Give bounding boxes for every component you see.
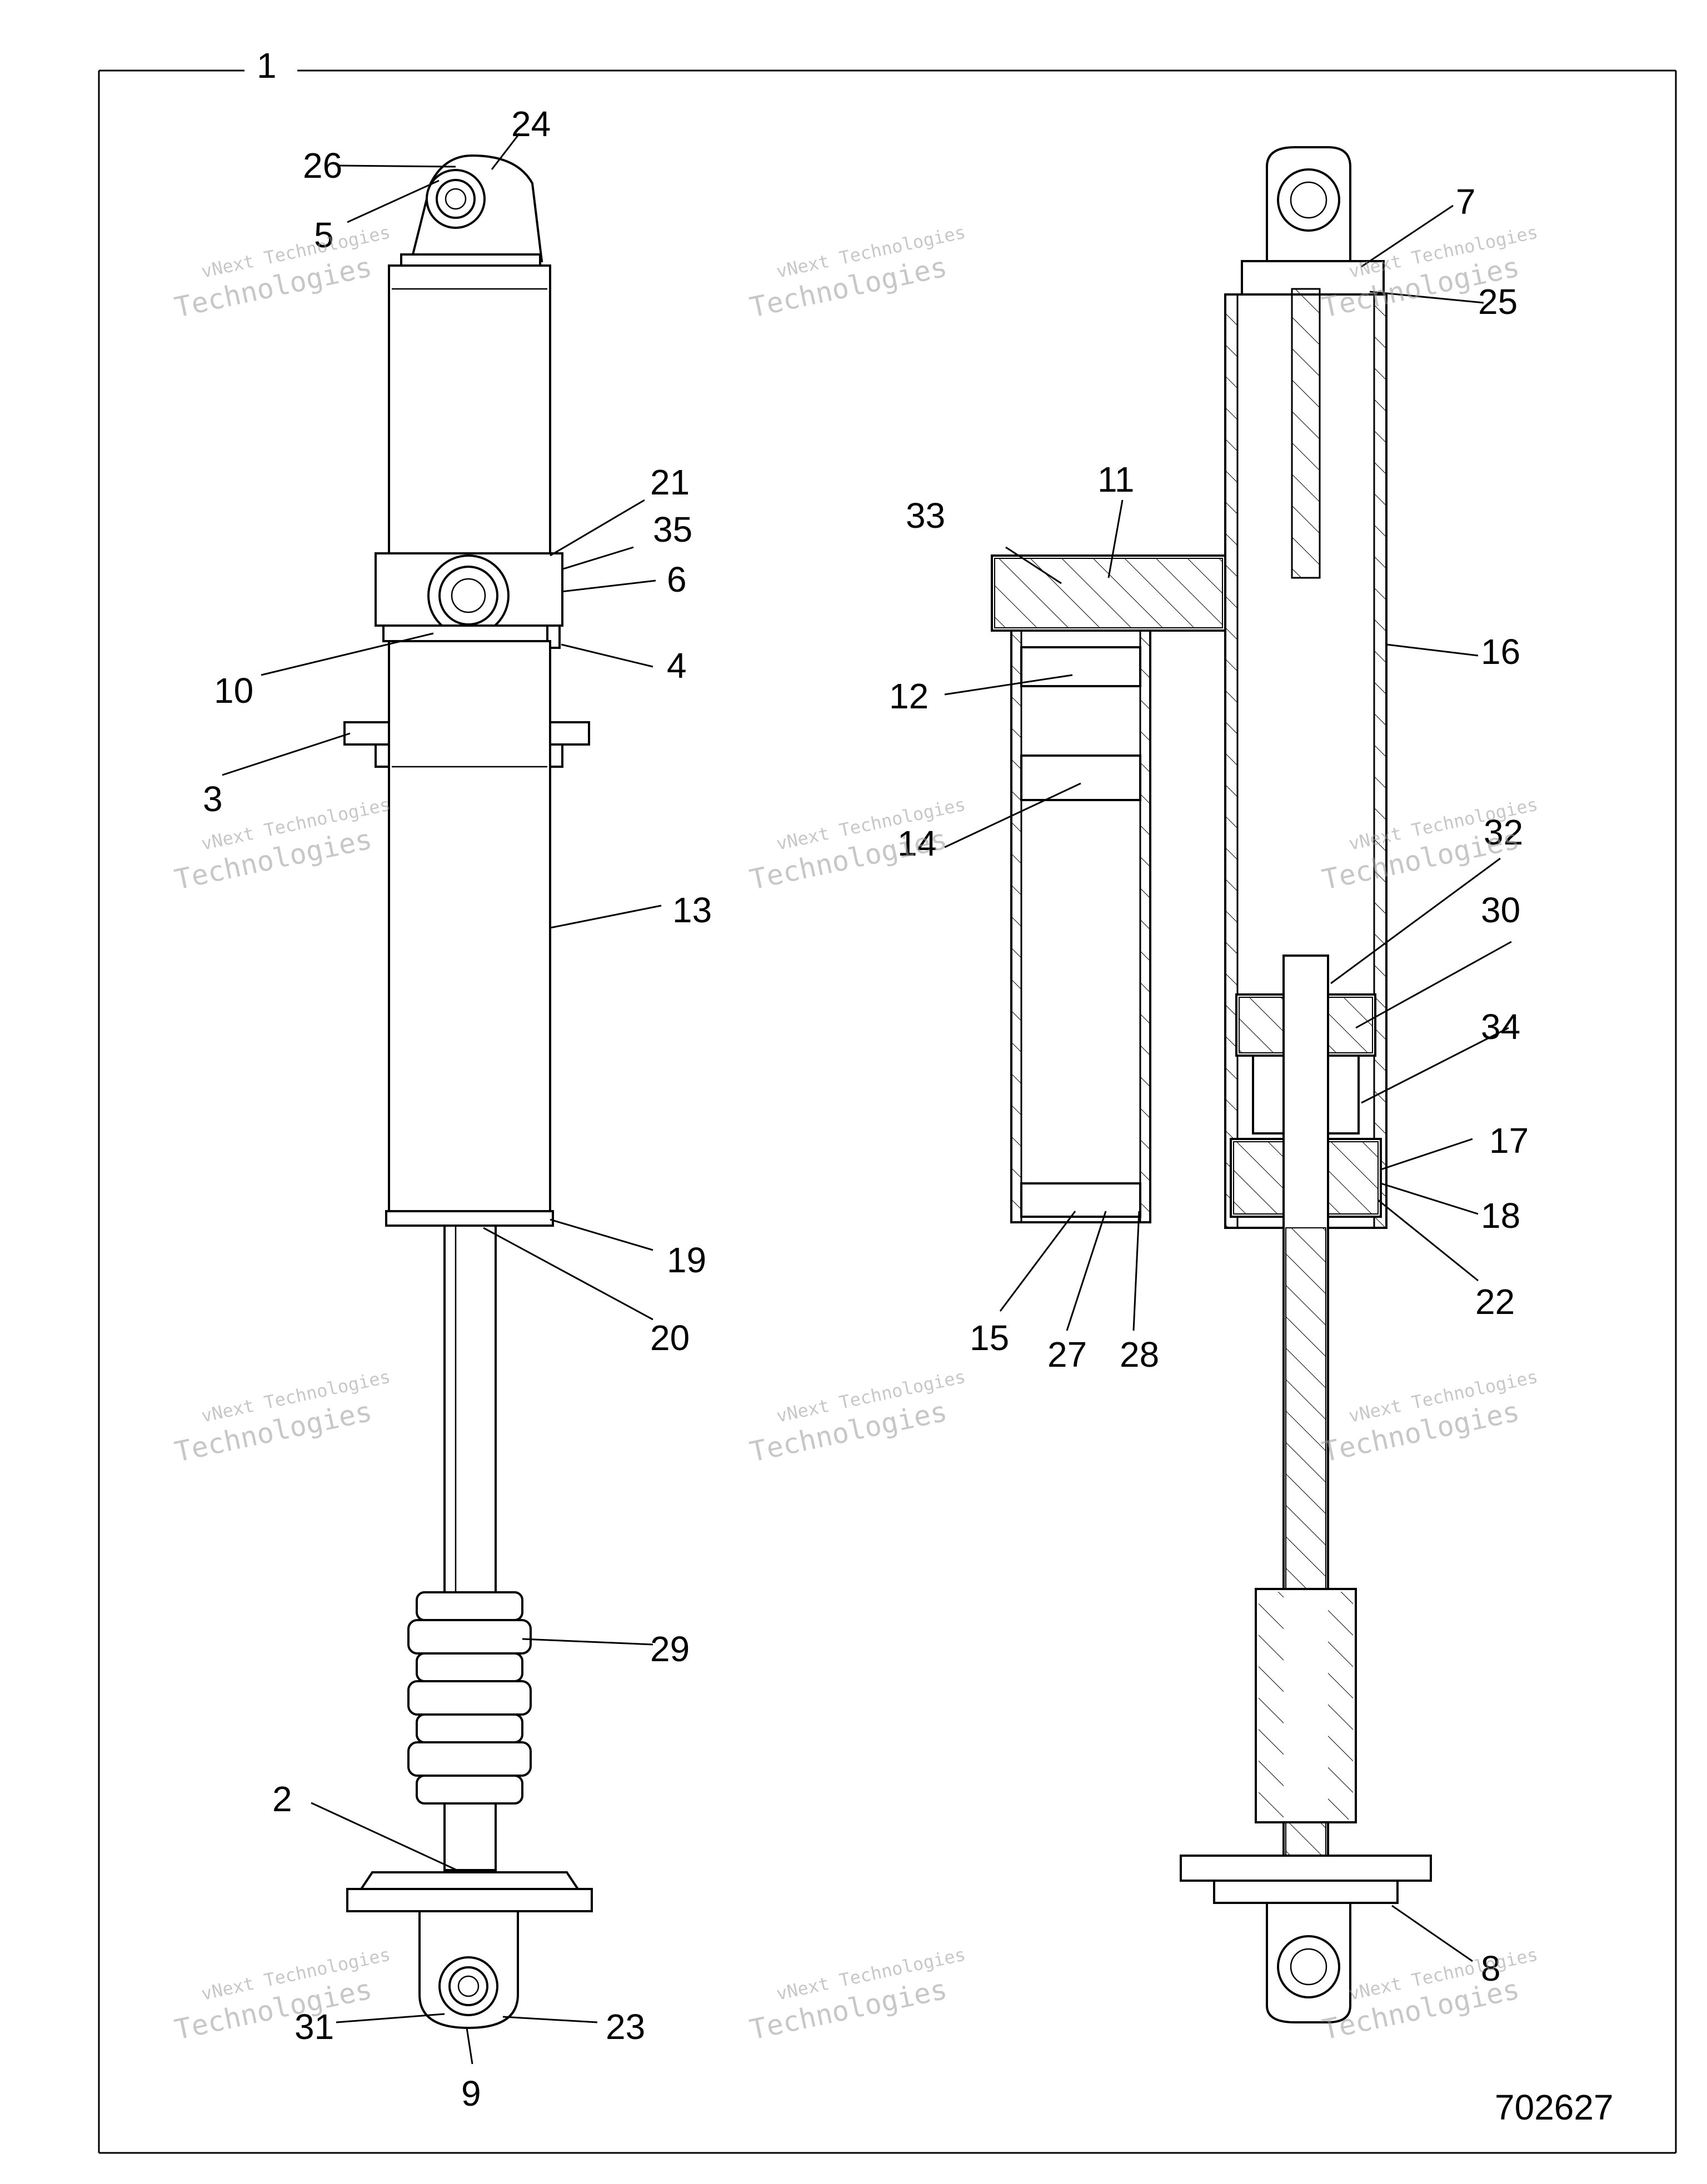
callout-13: 13 — [672, 890, 712, 930]
callout-20: 20 — [650, 1318, 690, 1358]
callout-24: 24 — [511, 104, 551, 144]
callout-7: 7 — [1456, 182, 1476, 222]
callout-33: 33 — [906, 496, 945, 536]
callout-22: 22 — [1475, 1282, 1515, 1322]
callout-21: 21 — [650, 462, 690, 502]
callout-16: 16 — [1481, 632, 1520, 672]
callout-15: 15 — [970, 1318, 1009, 1358]
section-top-eyelet — [1266, 146, 1351, 262]
section-reservoir — [991, 554, 1226, 1223]
callout-29: 29 — [650, 1629, 690, 1669]
callout-35: 35 — [653, 509, 692, 549]
callout-11: 11 — [1097, 459, 1134, 499]
upper-body-tube — [388, 264, 551, 556]
reservoir-bridge — [375, 552, 563, 649]
callout-6: 6 — [667, 559, 687, 599]
callout-3: 3 — [203, 779, 223, 819]
shock-exterior-view — [343, 154, 593, 2030]
top-eyelet — [400, 154, 543, 268]
callout-1: 1 — [257, 46, 277, 86]
callout-30: 30 — [1481, 890, 1520, 930]
callout-5: 5 — [314, 215, 334, 255]
callout-25: 25 — [1478, 282, 1518, 322]
callout-4: 4 — [667, 646, 687, 686]
callout-10: 10 — [214, 671, 253, 711]
leader-lines — [222, 133, 1512, 2065]
callout-2: 2 — [272, 1779, 292, 1819]
spring-seat — [346, 1871, 593, 1912]
callout-34: 34 — [1481, 1007, 1520, 1047]
shock-section-view — [991, 146, 1432, 2023]
callout-8: 8 — [1481, 1948, 1501, 1988]
callout-12: 12 — [889, 676, 929, 716]
drawing-number: 702627 — [1495, 2087, 1614, 2127]
bottom-eyelet — [418, 1910, 519, 2030]
shaft — [443, 1225, 497, 1593]
drawing-frame — [98, 69, 1677, 2154]
callout-23: 23 — [606, 2007, 645, 2047]
callout-labels: 1 2 3 4 5 6 7 8 9 10 11 12 13 14 15 16 1… — [203, 46, 1529, 2113]
callout-19: 19 — [667, 1240, 706, 1280]
bump-stop — [407, 1591, 532, 1805]
callout-17: 17 — [1489, 1121, 1529, 1161]
callout-32: 32 — [1484, 812, 1523, 852]
callout-14: 14 — [897, 823, 937, 863]
main-body-tube — [388, 640, 551, 1220]
callout-31: 31 — [295, 2007, 334, 2047]
callout-9: 9 — [461, 2073, 481, 2113]
callout-27: 27 — [1047, 1335, 1087, 1375]
callout-18: 18 — [1481, 1196, 1520, 1236]
section-bottom-eyelet — [1266, 1902, 1351, 2023]
callout-28: 28 — [1120, 1335, 1159, 1375]
callout-26: 26 — [303, 146, 342, 186]
